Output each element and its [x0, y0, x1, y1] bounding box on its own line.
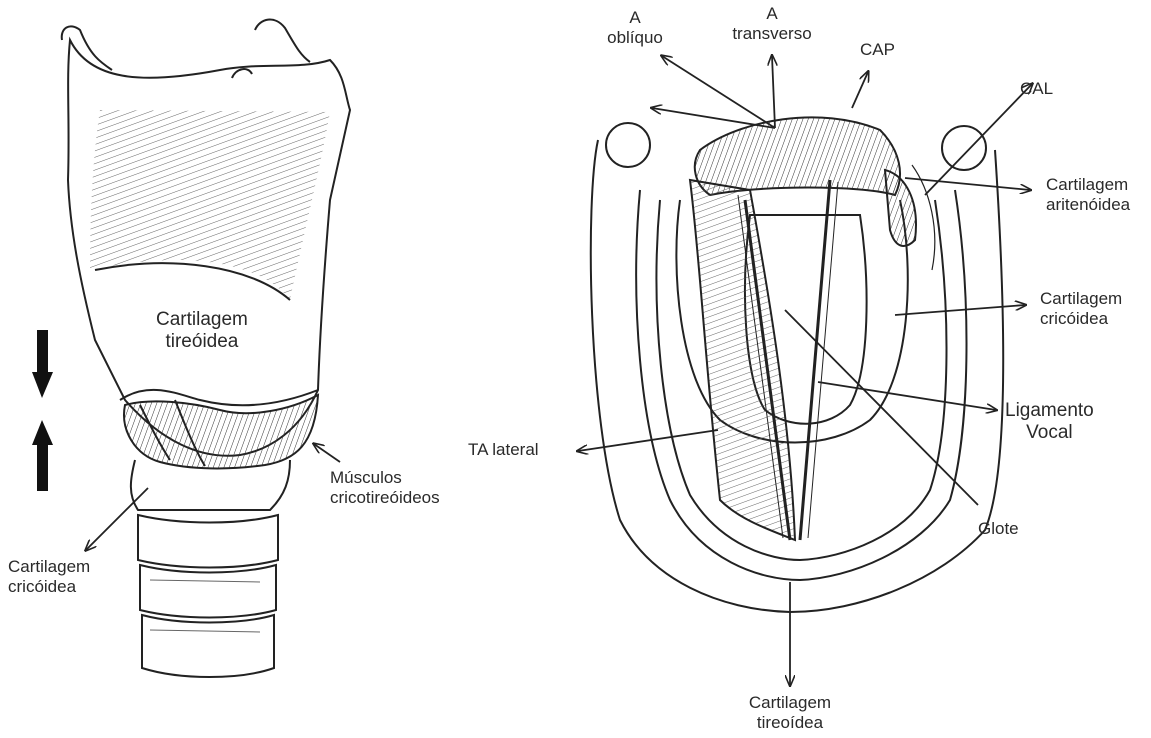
label-glottis: Glote — [978, 519, 1019, 539]
label-cal: CAL — [1020, 79, 1053, 99]
label-ta-lateral: TA lateral — [468, 440, 539, 460]
right-larynx-illustration — [578, 56, 1032, 685]
label-cap: CAP — [860, 40, 895, 60]
movement-arrows — [32, 330, 53, 491]
